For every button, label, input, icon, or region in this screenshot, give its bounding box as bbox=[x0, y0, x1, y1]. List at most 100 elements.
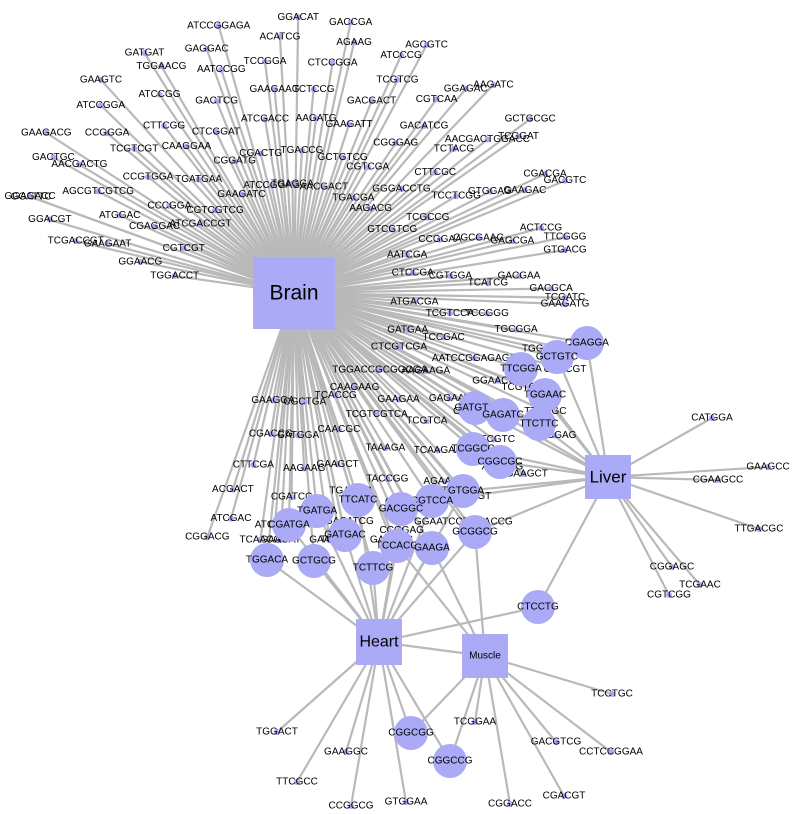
edge bbox=[206, 292, 296, 538]
brain-leaf-label: GGAGACC bbox=[4, 191, 55, 202]
brain-leaf-label: AACGACT bbox=[300, 182, 348, 193]
hub-heart[interactable] bbox=[356, 619, 402, 665]
brain-leaf-label: AAGACG bbox=[349, 203, 392, 214]
shared-node-circle[interactable] bbox=[394, 716, 428, 750]
leaf-dot bbox=[351, 39, 358, 46]
brain-leaf-label: CGACCG bbox=[249, 428, 293, 439]
shared-node-label: CGGCGG bbox=[388, 728, 434, 739]
shared-node-circle[interactable] bbox=[297, 544, 331, 578]
shared-node-circle[interactable] bbox=[458, 391, 492, 425]
brain-leaf-label: TGAGGA bbox=[271, 178, 314, 189]
shared-node-circle[interactable] bbox=[328, 518, 362, 552]
shared-node-circle[interactable] bbox=[250, 543, 284, 577]
brain-leaf-label: AAGATG bbox=[296, 113, 337, 124]
brain-leaf-label: GGGACCTG bbox=[372, 183, 431, 194]
edge bbox=[292, 22, 352, 294]
shared-node-circle[interactable] bbox=[483, 445, 517, 479]
shared-node-circle[interactable] bbox=[415, 484, 449, 518]
brain-leaf-label: CGTCGT bbox=[163, 243, 205, 254]
leaf-dot bbox=[276, 33, 283, 40]
muscle-leaf-label: CGGACC bbox=[488, 799, 532, 810]
brain-leaf-label: ACATCG bbox=[259, 31, 300, 42]
shared-node-circle[interactable] bbox=[415, 531, 449, 565]
shared-node-circle[interactable] bbox=[540, 340, 574, 374]
edge bbox=[585, 342, 610, 478]
shared-node-circle[interactable] bbox=[504, 352, 538, 386]
leaf-dot bbox=[197, 220, 204, 227]
leaf-dot bbox=[257, 150, 264, 157]
leaf-dot bbox=[756, 526, 762, 532]
brain-leaf-label: GGAACCG bbox=[472, 375, 523, 386]
shared-node-circle[interactable] bbox=[433, 744, 467, 778]
edge bbox=[279, 292, 296, 541]
shared-node-circle[interactable] bbox=[521, 590, 555, 624]
leaf-dot bbox=[166, 202, 173, 209]
leaf-dot bbox=[765, 464, 771, 470]
leaf-dot bbox=[137, 258, 144, 265]
leaf-dot bbox=[156, 91, 163, 98]
leaf-dot bbox=[382, 445, 389, 452]
muscle-leaf-label: GACGTCG bbox=[531, 737, 582, 748]
leaf-dot bbox=[394, 76, 401, 83]
shared-node-circle[interactable] bbox=[522, 407, 556, 441]
heart-leaf-label: CCGGCG bbox=[329, 801, 374, 812]
shared-node-circle[interactable] bbox=[356, 551, 390, 585]
leaf-dot bbox=[561, 793, 567, 799]
leaf-dot bbox=[97, 102, 104, 109]
leaf-dot bbox=[548, 285, 555, 292]
shared-node-label: TTCATC bbox=[339, 495, 378, 506]
leaf-dot bbox=[395, 344, 402, 351]
edge bbox=[293, 291, 588, 345]
edge bbox=[293, 291, 566, 299]
leaf-dot bbox=[423, 418, 430, 425]
shared-node-circle[interactable] bbox=[570, 326, 604, 360]
shared-node-label: CGGCCG bbox=[428, 756, 473, 767]
hub-liver[interactable] bbox=[585, 455, 631, 499]
leaf-dot bbox=[709, 415, 715, 421]
brain-leaf-label: CTCCGGA bbox=[308, 57, 358, 68]
edge bbox=[293, 292, 546, 413]
leaf-dot bbox=[421, 123, 428, 130]
shared-node-label: GATGAC bbox=[324, 530, 365, 541]
leaf-dot bbox=[203, 45, 210, 52]
leaf-dot bbox=[484, 280, 491, 287]
brain-leaf-label: GACGCA bbox=[530, 283, 574, 294]
edge bbox=[265, 292, 296, 561]
shared-node-circle[interactable] bbox=[528, 378, 562, 412]
brain-leaf-label: GAAGAAG bbox=[250, 84, 300, 95]
leaf-dot bbox=[424, 214, 431, 221]
brain-leaf-label: TCAACG bbox=[240, 535, 282, 546]
brain-leaf-label: GAGCGA bbox=[490, 236, 534, 247]
brain-leaf-label: ATCGACC bbox=[241, 114, 289, 125]
leaf-dot bbox=[289, 180, 296, 187]
shared-node-label: GAAGA bbox=[414, 543, 450, 554]
leaf-dot bbox=[347, 19, 354, 26]
brain-leaf-label: TCTCCG bbox=[293, 84, 335, 95]
leaf-dot bbox=[715, 477, 721, 483]
brain-leaf-label: CTTCGG bbox=[143, 120, 185, 131]
leaf-dot bbox=[329, 59, 336, 66]
leaf-dot bbox=[409, 270, 416, 277]
leaf-dot bbox=[104, 240, 111, 247]
brain-leaf-label: GACTCG bbox=[195, 96, 238, 107]
hub-muscle[interactable] bbox=[462, 634, 508, 678]
shared-node-circle[interactable] bbox=[456, 432, 490, 466]
shared-node-circle[interactable] bbox=[458, 515, 492, 549]
edge bbox=[292, 292, 347, 536]
brain-leaf-label: TCAAGAA bbox=[414, 445, 462, 456]
leaf-dot bbox=[392, 140, 399, 147]
brain-leaf-label: CGACTG bbox=[239, 148, 282, 159]
leaf-dot bbox=[447, 273, 454, 280]
shared-node-circle[interactable] bbox=[446, 474, 480, 508]
brain-leaf-label: GAAGATC bbox=[217, 189, 265, 200]
edge bbox=[293, 291, 558, 359]
shared-node-circle[interactable] bbox=[486, 398, 520, 432]
shared-node-circle[interactable] bbox=[272, 508, 306, 542]
shared-node-circle[interactable] bbox=[341, 483, 375, 517]
leaf-dot bbox=[389, 226, 396, 233]
shared-node-circle[interactable] bbox=[384, 492, 418, 526]
leaf-dot bbox=[472, 719, 478, 725]
shared-node-circle[interactable] bbox=[300, 494, 334, 528]
hub-brain[interactable] bbox=[253, 257, 335, 329]
shared-node-circle[interactable] bbox=[380, 529, 414, 563]
